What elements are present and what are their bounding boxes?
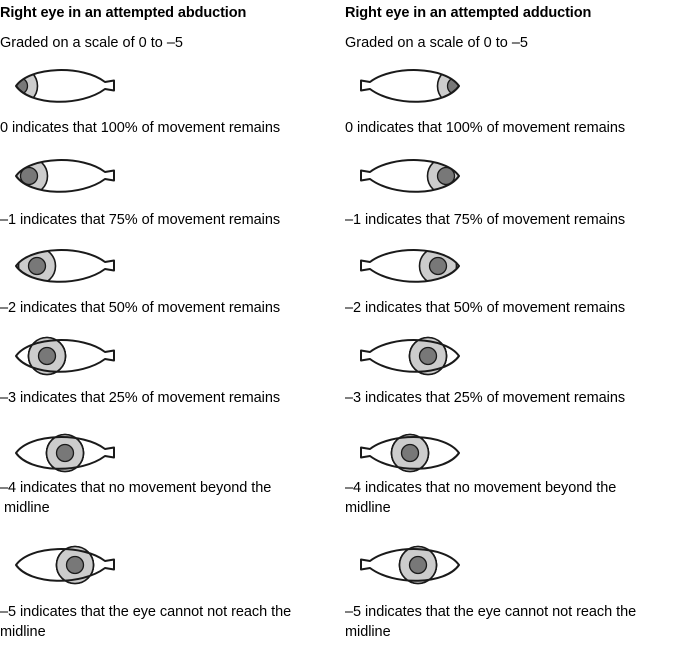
column-subtitle-abduction: Graded on a scale of 0 to –5 bbox=[0, 35, 183, 51]
pupil bbox=[27, 256, 47, 276]
eyelid-outline bbox=[15, 159, 115, 193]
caption-line-2: midline bbox=[345, 624, 391, 640]
eye-illustration bbox=[360, 545, 460, 585]
caption-grade-minus4: –4 indicates that no movement beyond the… bbox=[0, 478, 345, 518]
caption-grade-minus4: –4 indicates that no movement beyond the… bbox=[345, 478, 685, 518]
caption-line-1: –2 indicates that 50% of movement remain… bbox=[0, 300, 281, 316]
eye-diagram-grade-0 bbox=[6, 58, 126, 114]
caption-line-1: –4 indicates that no movement beyond the bbox=[345, 480, 617, 496]
column-title-adduction: Right eye in an attempted adduction bbox=[345, 5, 592, 21]
pupil bbox=[19, 166, 39, 186]
eye-diagram-grade-minus2 bbox=[351, 238, 471, 294]
eyelid-outline bbox=[15, 548, 115, 582]
caption-line-1: –3 indicates that 25% of movement remain… bbox=[0, 390, 281, 406]
eye-illustration bbox=[360, 69, 460, 103]
iris-group bbox=[436, 70, 459, 102]
eyelid-outline bbox=[360, 159, 460, 193]
eye-illustration bbox=[15, 249, 115, 283]
pupil bbox=[446, 76, 459, 96]
column-title-abduction: Right eye in an attempted abduction bbox=[0, 5, 247, 21]
pupil bbox=[436, 166, 456, 186]
eye-diagram-grade-0 bbox=[351, 58, 471, 114]
eye-diagram-grade-minus3 bbox=[6, 328, 126, 384]
eye-illustration bbox=[360, 433, 460, 473]
caption-grade-minus2: –2 indicates that 50% of movement remain… bbox=[0, 298, 345, 318]
eye-diagram-grade-minus4 bbox=[351, 425, 471, 481]
eye-illustration bbox=[15, 69, 115, 103]
caption-grade-minus2: –2 indicates that 50% of movement remain… bbox=[345, 298, 685, 318]
eye-diagram-grade-minus5 bbox=[351, 537, 471, 593]
pupil bbox=[16, 76, 29, 96]
caption-line-1: –4 indicates that no movement beyond the bbox=[0, 480, 272, 496]
caption-grade-minus3: –3 indicates that 25% of movement remain… bbox=[0, 388, 345, 408]
pupil-overflow bbox=[400, 443, 420, 463]
eye-diagram-grade-minus3 bbox=[351, 328, 471, 384]
eye-illustration bbox=[360, 249, 460, 283]
column-subtitle-adduction: Graded on a scale of 0 to –5 bbox=[345, 35, 528, 51]
caption-grade-0: 0 indicates that 100% of movement remain… bbox=[345, 118, 685, 138]
pupil bbox=[428, 256, 448, 276]
caption-line-1: –1 indicates that 75% of movement remain… bbox=[0, 212, 281, 228]
caption-grade-minus5: –5 indicates that the eye cannot not rea… bbox=[0, 602, 345, 642]
eye-illustration bbox=[15, 336, 115, 376]
eyelid-outline bbox=[15, 339, 115, 373]
caption-grade-minus3: –3 indicates that 25% of movement remain… bbox=[345, 388, 685, 408]
pupil-overflow bbox=[37, 346, 57, 366]
caption-line-1: –2 indicates that 50% of movement remain… bbox=[345, 300, 626, 316]
sclera bbox=[16, 70, 114, 102]
eye-illustration bbox=[360, 336, 460, 376]
eye-diagram-grade-minus1 bbox=[351, 148, 471, 204]
pupil-overflow bbox=[55, 443, 75, 463]
eyelid-outline bbox=[360, 69, 460, 103]
eyelid-outline bbox=[360, 548, 460, 582]
eyelid-outline bbox=[15, 69, 115, 103]
caption-line-1: 0 indicates that 100% of movement remain… bbox=[0, 120, 281, 136]
pupil-overflow bbox=[408, 555, 428, 575]
caption-line-1: 0 indicates that 100% of movement remain… bbox=[345, 120, 626, 136]
eye-diagram-grade-minus1 bbox=[6, 148, 126, 204]
caption-line-1: –1 indicates that 75% of movement remain… bbox=[345, 212, 626, 228]
caption-line-1: –3 indicates that 25% of movement remain… bbox=[345, 390, 626, 406]
eye-illustration bbox=[15, 159, 115, 193]
sclera bbox=[361, 70, 459, 102]
eye-illustration bbox=[15, 545, 115, 585]
caption-grade-minus1: –1 indicates that 75% of movement remain… bbox=[0, 210, 345, 230]
caption-line-2: midline bbox=[0, 624, 46, 640]
eye-diagram-grade-minus5 bbox=[6, 537, 126, 593]
eye-diagram-grade-minus2 bbox=[6, 238, 126, 294]
eyelid-outline bbox=[360, 249, 460, 283]
caption-grade-minus1: –1 indicates that 75% of movement remain… bbox=[345, 210, 685, 230]
caption-grade-minus5: –5 indicates that the eye cannot not rea… bbox=[345, 602, 685, 642]
caption-line-2: midline bbox=[345, 500, 391, 516]
caption-line-1: –5 indicates that the eye cannot not rea… bbox=[345, 604, 637, 620]
pupil-overflow bbox=[418, 346, 438, 366]
pupil-overflow bbox=[65, 555, 85, 575]
eyelid-outline bbox=[360, 339, 460, 373]
eye-illustration bbox=[360, 159, 460, 193]
eyelid-outline bbox=[15, 249, 115, 283]
caption-line-1: –5 indicates that the eye cannot not rea… bbox=[0, 604, 292, 620]
eyelid-outline bbox=[360, 436, 460, 470]
iris-group bbox=[16, 70, 39, 102]
eye-diagram-grade-minus4 bbox=[6, 425, 126, 481]
eye-illustration bbox=[15, 433, 115, 473]
eyelid-outline bbox=[15, 436, 115, 470]
caption-grade-0: 0 indicates that 100% of movement remain… bbox=[0, 118, 345, 138]
caption-line-2: midline bbox=[4, 500, 50, 516]
